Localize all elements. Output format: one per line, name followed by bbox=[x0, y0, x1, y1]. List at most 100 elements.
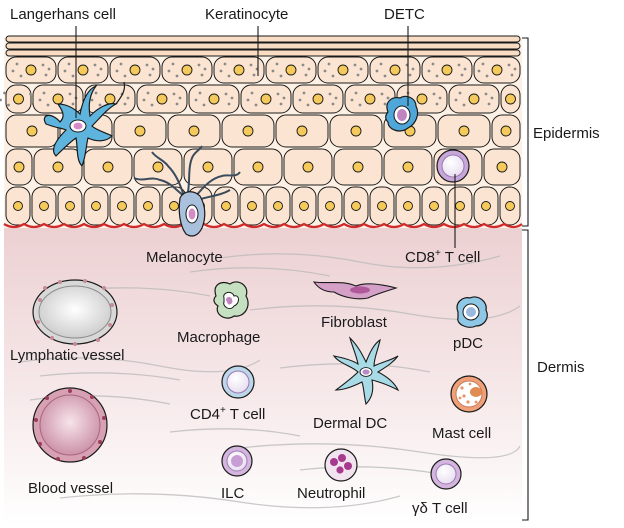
keratohyalin-granule bbox=[379, 62, 383, 66]
keratohyalin-granule bbox=[47, 67, 51, 71]
keratinocyte-nucleus bbox=[188, 125, 200, 137]
keratohyalin-granule bbox=[71, 74, 75, 78]
keratohyalin-granule bbox=[246, 98, 250, 102]
keratinocyte-nucleus bbox=[458, 125, 470, 137]
keratohyalin-granule bbox=[427, 69, 431, 73]
fibroblast-cell bbox=[312, 281, 398, 300]
keratohyalin-granule bbox=[19, 74, 23, 78]
keratinocyte-nucleus bbox=[91, 201, 101, 211]
keratinocyte-nucleus bbox=[468, 93, 480, 105]
keratohyalin-granule bbox=[254, 103, 258, 107]
keratohyalin-granule bbox=[148, 73, 152, 77]
keratinocyte-nucleus bbox=[252, 161, 264, 173]
keratinocyte-nucleus bbox=[169, 201, 179, 211]
keratinocyte-nucleus bbox=[402, 161, 414, 173]
keratohyalin-granule bbox=[252, 73, 256, 77]
label-fibroblast: Fibroblast bbox=[321, 314, 388, 331]
keratinocyte-nucleus bbox=[299, 201, 309, 211]
keratinocyte-nucleus bbox=[441, 64, 453, 76]
keratohyalin-granule bbox=[411, 67, 415, 71]
keratohyalin-granule bbox=[282, 96, 286, 100]
keratinocyte-nucleus bbox=[491, 64, 503, 76]
keratinocyte-nucleus bbox=[181, 64, 193, 76]
keratinocyte-nucleus bbox=[221, 201, 231, 211]
keratohyalin-granule bbox=[334, 96, 338, 100]
label-detc: DETC bbox=[384, 6, 425, 23]
keratohyalin-granule bbox=[328, 92, 332, 96]
keratohyalin-granule bbox=[507, 63, 511, 67]
keratohyalin-granule bbox=[353, 63, 357, 67]
keratohyalin-granule bbox=[142, 98, 146, 102]
keratinocyte-nucleus bbox=[65, 201, 75, 211]
keratohyalin-granule bbox=[463, 67, 467, 71]
label-pdc: pDC bbox=[453, 335, 483, 352]
keratohyalin-granule bbox=[435, 102, 439, 106]
keratohyalin-granule bbox=[454, 98, 458, 102]
keratinocyte-nucleus bbox=[505, 93, 516, 105]
keratohyalin-granule bbox=[227, 74, 231, 78]
keratohyalin-granule bbox=[146, 91, 150, 95]
label-macrophage: Macrophage bbox=[177, 329, 260, 346]
keratinocyte-nucleus bbox=[312, 93, 324, 105]
keratohyalin-granule bbox=[306, 103, 310, 107]
keratohyalin-granule bbox=[513, 67, 517, 71]
keratinocyte-nucleus bbox=[325, 201, 335, 211]
keratohyalin-granule bbox=[487, 102, 491, 106]
cd8-t-cell bbox=[436, 149, 470, 183]
ilc-cell bbox=[221, 445, 253, 477]
keratinocyte-nucleus bbox=[143, 201, 153, 211]
keratinocyte-nucleus bbox=[39, 201, 49, 211]
keratinocyte-nucleus bbox=[296, 125, 308, 137]
keratinocyte-nucleus bbox=[352, 161, 364, 173]
melanocyte-cell bbox=[133, 145, 241, 237]
keratohyalin-granule bbox=[99, 67, 103, 71]
labels: Langerhans cell Keratinocyte DETC Epider… bbox=[10, 6, 600, 517]
keratohyalin-granule bbox=[115, 69, 119, 73]
keratohyalin-granule bbox=[323, 69, 327, 73]
keratohyalin-granule bbox=[481, 62, 485, 66]
region-brackets bbox=[522, 37, 529, 521]
keratinocyte-nucleus bbox=[260, 93, 272, 105]
keratohyalin-granule bbox=[175, 102, 179, 106]
lymphatic-vessel bbox=[32, 279, 118, 346]
label-dermis: Dermis bbox=[537, 359, 585, 376]
keratohyalin-granule bbox=[279, 102, 283, 106]
keratohyalin-granule bbox=[71, 102, 75, 106]
keratohyalin-granule bbox=[435, 74, 439, 78]
keratohyalin-granule bbox=[0, 98, 2, 102]
keratohyalin-granule bbox=[271, 69, 275, 73]
keratohyalin-granule bbox=[203, 67, 207, 71]
keratohyalin-granule bbox=[98, 103, 102, 107]
keratohyalin-granule bbox=[276, 92, 280, 96]
keratohyalin-granule bbox=[15, 62, 19, 66]
keratinocyte-nucleus bbox=[26, 125, 38, 137]
keratinocyte-nucleus bbox=[416, 93, 428, 105]
keratohyalin-granule bbox=[119, 62, 123, 66]
keratohyalin-granule bbox=[438, 96, 442, 100]
keratohyalin-granule bbox=[383, 74, 387, 78]
keratinocyte-nucleus bbox=[496, 161, 508, 173]
keratohyalin-granule bbox=[198, 91, 202, 95]
keratohyalin-granule bbox=[7, 103, 10, 107]
keratohyalin-granule bbox=[219, 69, 223, 73]
keratohyalin-granule bbox=[172, 92, 176, 96]
keratohyalin-granule bbox=[304, 73, 308, 77]
keratohyalin-granule bbox=[224, 92, 228, 96]
label-blood-vessel: Blood vessel bbox=[28, 480, 113, 497]
keratohyalin-granule bbox=[356, 73, 360, 77]
keratinocyte-nucleus bbox=[285, 64, 297, 76]
label-epidermis: Epidermis bbox=[533, 125, 600, 142]
keratohyalin-granule bbox=[327, 62, 331, 66]
keratinocyte-nucleus bbox=[233, 64, 245, 76]
epidermis-region bbox=[0, 35, 523, 229]
keratohyalin-granule bbox=[150, 103, 154, 107]
keratohyalin-granule bbox=[230, 96, 234, 100]
keratinocyte-nucleus bbox=[337, 64, 349, 76]
keratohyalin-granule bbox=[171, 62, 175, 66]
keratohyalin-granule bbox=[11, 69, 15, 73]
keratohyalin-granule bbox=[96, 73, 100, 77]
keratohyalin-granule bbox=[68, 92, 72, 96]
label-mast-cell: Mast cell bbox=[432, 425, 491, 442]
keratohyalin-granule bbox=[462, 103, 466, 107]
